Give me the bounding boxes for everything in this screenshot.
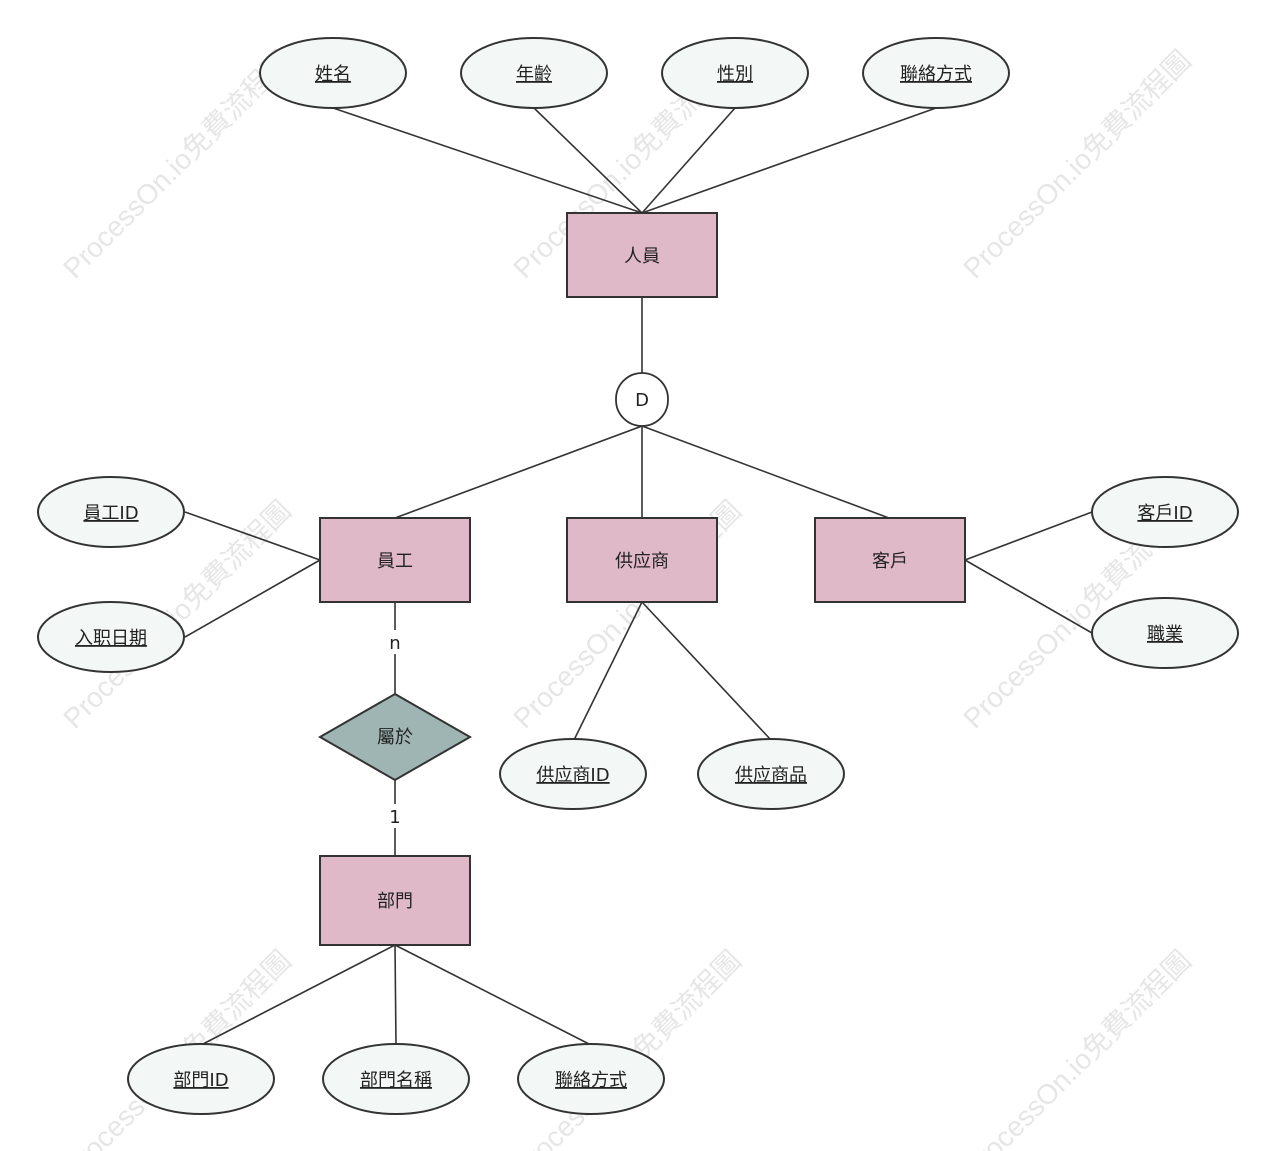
entity-customer-label: 客戶 xyxy=(872,551,908,572)
entity-department[interactable]: 部門 xyxy=(319,855,471,946)
attr-person-contact-label: 聯絡方式 xyxy=(900,64,972,85)
entity-person-label: 人員 xyxy=(624,246,660,267)
entity-employee-label: 員工 xyxy=(377,551,413,572)
edge-contact-person xyxy=(641,107,937,214)
attr-name-label: 姓名 xyxy=(315,64,351,85)
connectors xyxy=(184,107,1093,1046)
attr-employee-id-label: 員工ID xyxy=(83,503,138,524)
edge-spec-employee xyxy=(394,425,643,519)
attr-person-contact[interactable]: 聯絡方式 xyxy=(862,37,1010,109)
attr-department-name[interactable]: 部門名稱 xyxy=(322,1043,470,1115)
edge-gender-person xyxy=(641,107,736,214)
entity-person[interactable]: 人員 xyxy=(566,212,718,298)
entity-department-label: 部門 xyxy=(377,891,413,912)
edge-supplier-goods xyxy=(641,601,772,741)
attr-department-id[interactable]: 部門ID xyxy=(127,1043,275,1115)
specialization-label: D xyxy=(635,390,649,411)
edge-name-person xyxy=(332,107,643,214)
edge-department-deptname xyxy=(394,944,397,1046)
edge-department-contact xyxy=(394,944,592,1046)
entity-supplier-label: 供应商 xyxy=(615,551,669,572)
attr-age-label: 年齡 xyxy=(516,64,552,85)
attr-name[interactable]: 姓名 xyxy=(259,37,407,109)
attr-employee-id[interactable]: 員工ID xyxy=(37,476,185,548)
attr-occupation[interactable]: 職業 xyxy=(1091,597,1239,669)
edge-department-deptid xyxy=(200,944,396,1046)
attr-supplier-goods-label: 供应商品 xyxy=(735,765,807,786)
cardinality-1-label: 1 xyxy=(389,807,400,828)
attr-customer-id[interactable]: 客戶ID xyxy=(1091,476,1239,548)
attr-customer-id-label: 客戶ID xyxy=(1137,503,1192,524)
cardinality-n-label: n xyxy=(389,633,400,654)
edge-job-customer xyxy=(964,559,1093,634)
entity-customer[interactable]: 客戶 xyxy=(814,517,966,603)
attr-age[interactable]: 年齡 xyxy=(460,37,608,109)
attr-gender-label: 性別 xyxy=(717,64,753,85)
entity-employee[interactable]: 員工 xyxy=(319,517,471,603)
attr-department-id-label: 部門ID xyxy=(173,1070,228,1091)
watermark-9: ProcessOn.io免費流程圖 xyxy=(957,944,1197,1151)
edge-age-person xyxy=(533,107,643,214)
attr-department-contact[interactable]: 聯絡方式 xyxy=(517,1043,665,1115)
cardinality-n: n xyxy=(385,630,405,654)
attr-department-contact-label: 聯絡方式 xyxy=(555,1070,627,1091)
edge-custid-customer xyxy=(964,511,1093,561)
attr-supplier-id-label: 供应商ID xyxy=(536,765,609,786)
attr-gender[interactable]: 性別 xyxy=(661,37,809,109)
edge-supplier-supid xyxy=(573,601,643,741)
attr-department-name-label: 部門名稱 xyxy=(360,1070,432,1091)
entity-supplier[interactable]: 供应商 xyxy=(566,517,718,603)
edge-empid-employee xyxy=(184,511,321,561)
edge-hiredate-employee xyxy=(184,559,321,638)
edge-spec-customer xyxy=(641,425,890,519)
attr-hire-date[interactable]: 入职日期 xyxy=(37,601,185,673)
relationship-label: 屬於 xyxy=(377,727,413,748)
attr-supplier-goods[interactable]: 供应商品 xyxy=(697,738,845,810)
attr-supplier-id[interactable]: 供应商ID xyxy=(499,738,647,810)
specialization-disjoint[interactable]: D xyxy=(615,372,669,427)
relationship-belongs-to[interactable]: 屬於 xyxy=(317,692,473,782)
cardinality-1: 1 xyxy=(385,804,405,828)
attr-occupation-label: 職業 xyxy=(1147,624,1183,645)
attr-hire-date-label: 入职日期 xyxy=(75,628,147,649)
